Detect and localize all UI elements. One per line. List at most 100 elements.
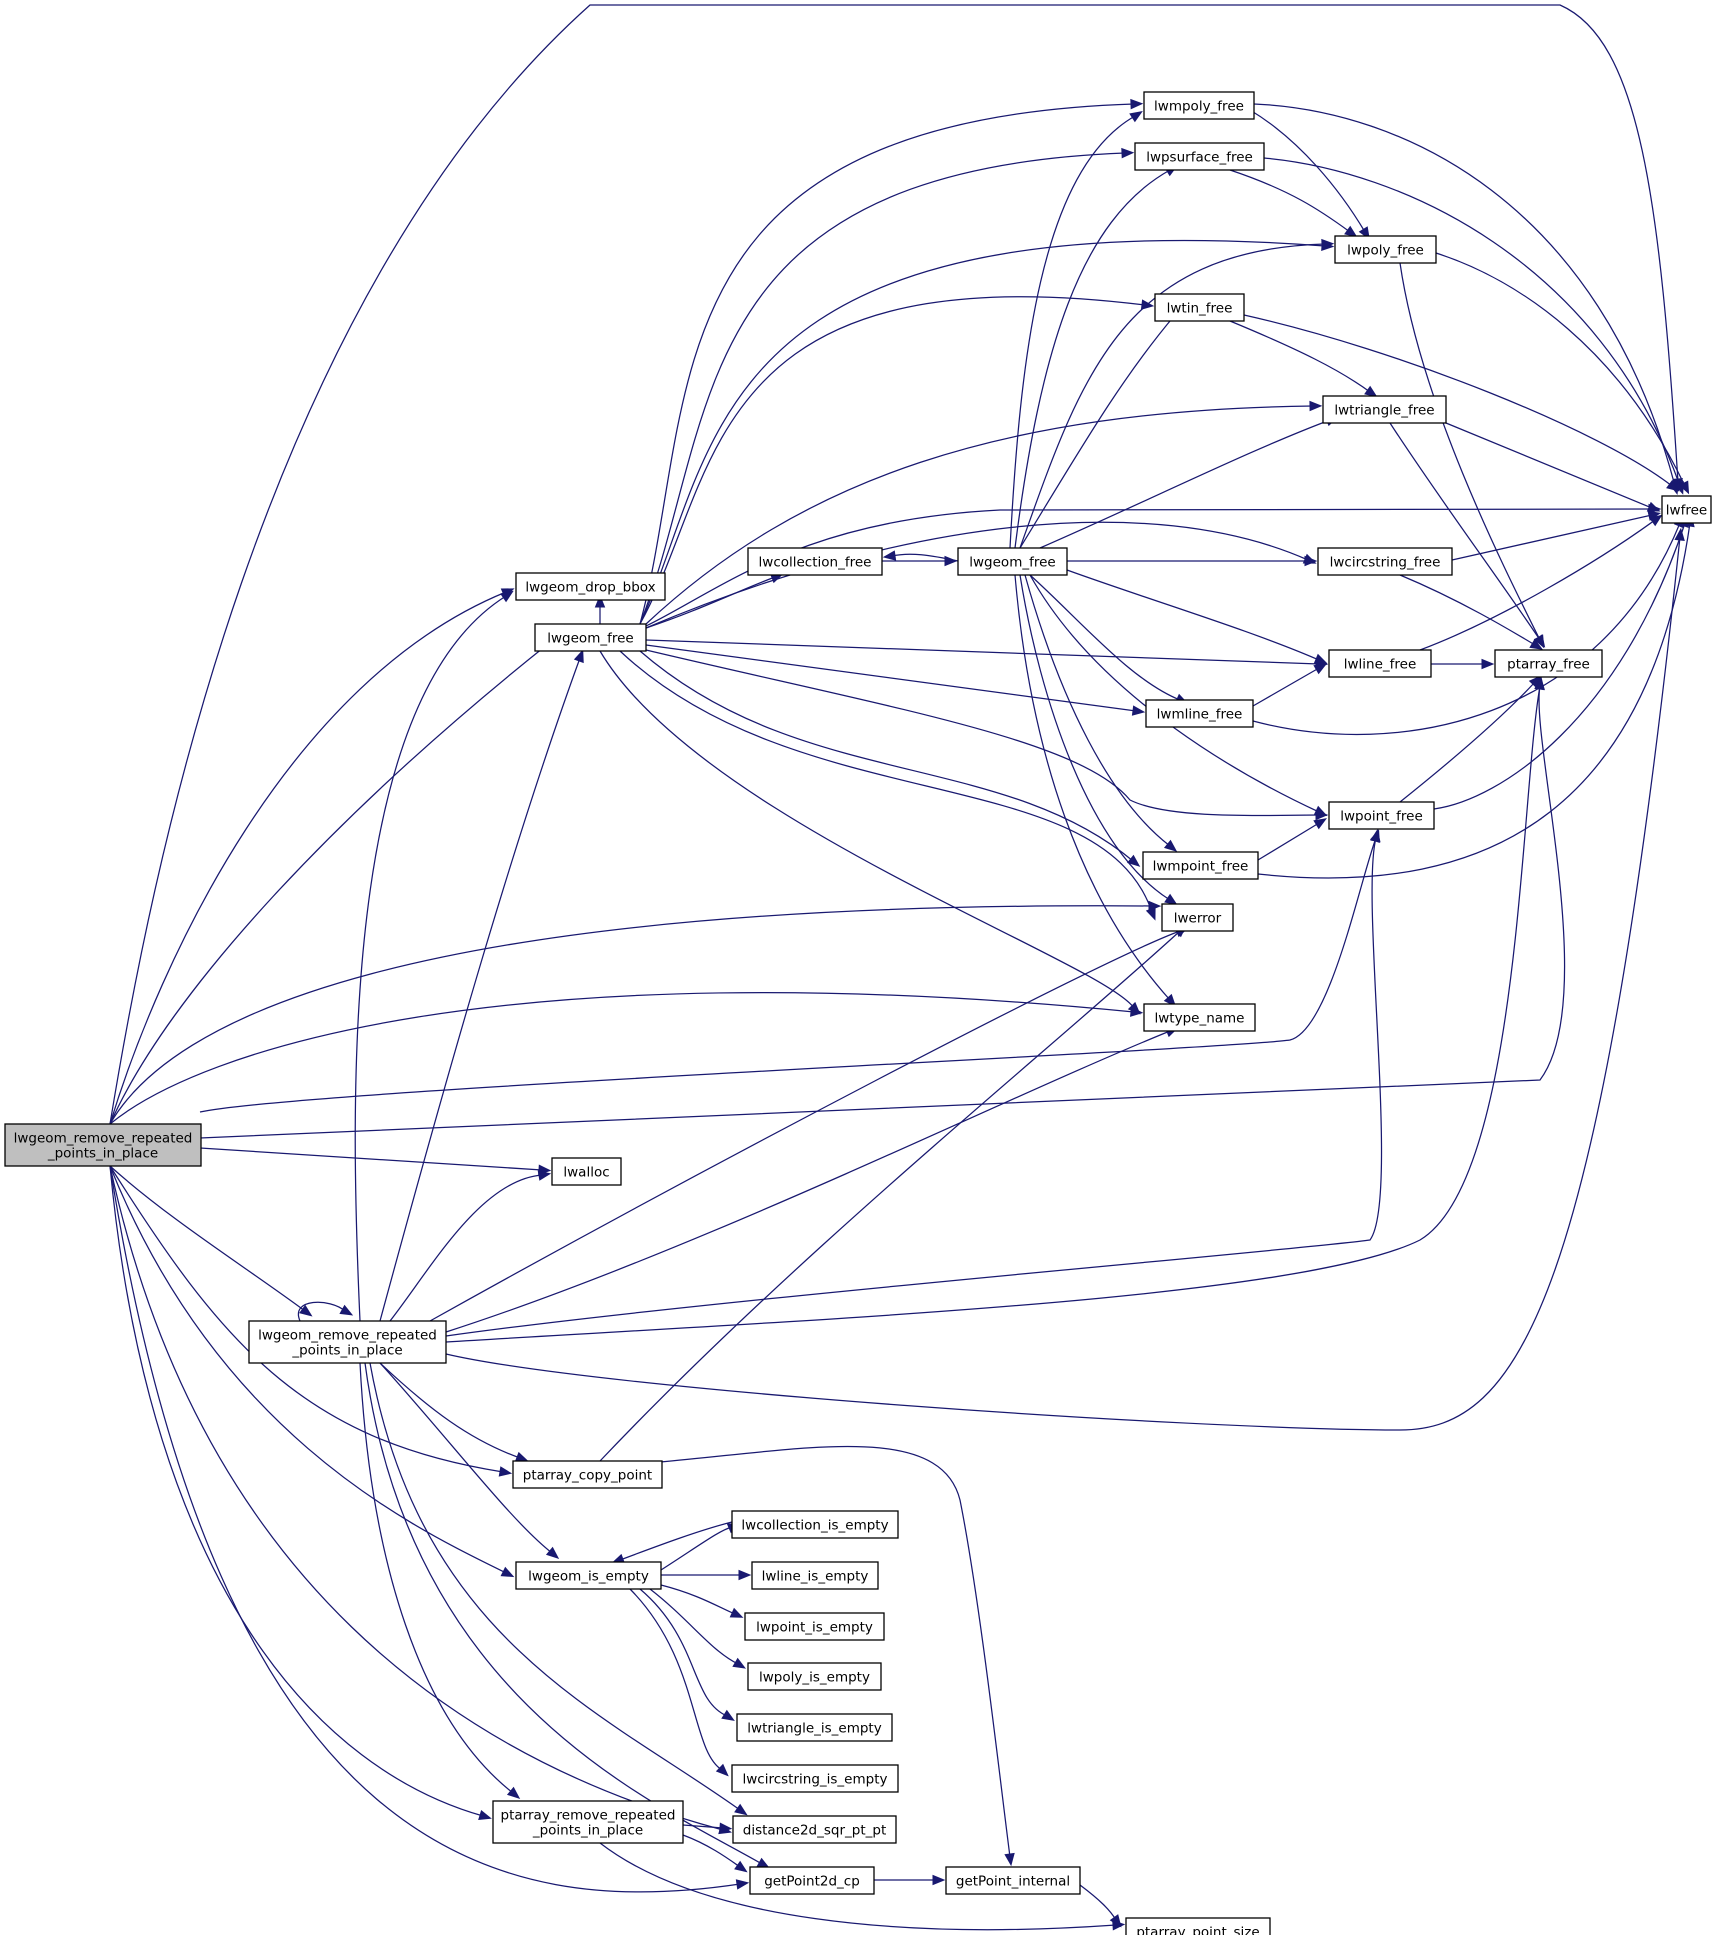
node-getPoint-internal[interactable]: getPoint_internal xyxy=(945,1866,1081,1895)
node-lwtype-name[interactable]: lwtype_name xyxy=(1143,1003,1256,1032)
node-box xyxy=(248,1320,447,1364)
edge-line xyxy=(379,657,581,1322)
node-lwgeom-free2[interactable]: lwgeom_free xyxy=(957,547,1068,576)
node-lwgeom-free1[interactable]: lwgeom_free xyxy=(534,623,647,652)
edge-lwgeom_is_empty-to-lwpoint_is_empty xyxy=(660,1584,744,1618)
edge-line xyxy=(599,930,1181,1462)
node-lwcircstring-is-empty[interactable]: lwcircstring_is_empty xyxy=(731,1764,899,1793)
edge-lwgeom_free1-to-lwgeom_drop_bbox xyxy=(594,594,606,625)
node-lwcollection-is-empty[interactable]: lwcollection_is_empty xyxy=(731,1510,899,1539)
node-lwtriangle-is-empty[interactable]: lwtriangle_is_empty xyxy=(736,1713,893,1742)
arrowhead xyxy=(1127,1001,1141,1015)
edge-lwgeom_free1-to-lwmpoly_free xyxy=(639,98,1144,625)
edge-lwmline_free-to-lwline_free xyxy=(1252,663,1328,707)
node-label: lwline_is_empty xyxy=(762,1569,869,1585)
edge-line xyxy=(639,103,1135,625)
edge-root-to-lwerror xyxy=(109,900,1162,1125)
arrowhead xyxy=(1646,501,1661,512)
node-box xyxy=(744,1612,885,1641)
node-distance2d-sqr-pt-pt[interactable]: distance2d_sqr_pt_pt xyxy=(732,1815,897,1844)
edge-lwpoint_free-to-ptarray_free xyxy=(1399,675,1542,803)
edge-rec-to-lwalloc xyxy=(389,1170,552,1322)
node-box xyxy=(945,1866,1081,1895)
edge-line xyxy=(1419,519,1656,651)
node-lwalloc[interactable]: lwalloc xyxy=(551,1157,622,1186)
edge-line xyxy=(645,649,1320,817)
node-getPoint2d-cp[interactable]: getPoint2d_cp xyxy=(749,1866,875,1895)
edge-line xyxy=(1249,109,1366,233)
arrowhead xyxy=(1529,638,1543,650)
node-label: lwtin_free xyxy=(1167,301,1233,317)
node-ptarray-point-size[interactable]: ptarray_point_size xyxy=(1125,1917,1271,1935)
node-lwpoint-free[interactable]: lwpoint_free xyxy=(1328,801,1435,830)
node-box xyxy=(512,1460,663,1489)
node-ptarray-copy-point[interactable]: ptarray_copy_point xyxy=(512,1460,663,1489)
node-box xyxy=(1143,1003,1256,1032)
node-lwline-free[interactable]: lwline_free xyxy=(1328,649,1432,678)
arrowhead xyxy=(1126,854,1141,867)
edge-line xyxy=(1243,314,1673,487)
node-ptarray-free[interactable]: ptarray_free xyxy=(1494,649,1603,678)
arrowhead xyxy=(500,1566,515,1578)
node-box xyxy=(732,1815,897,1844)
arrowhead xyxy=(1364,385,1378,398)
arrowhead xyxy=(299,1304,313,1317)
node-lwpoint-is-empty[interactable]: lwpoint_is_empty xyxy=(744,1612,885,1641)
edge-lwgeom_free1-to-lwline_free xyxy=(645,639,1329,670)
edge-line xyxy=(1252,667,1320,707)
node-lwpoly-is-empty[interactable]: lwpoly_is_empty xyxy=(747,1662,882,1691)
node-lwline-is-empty[interactable]: lwline_is_empty xyxy=(751,1561,879,1590)
node-lwtriangle-free[interactable]: lwtriangle_free xyxy=(1322,395,1447,424)
edge-line xyxy=(379,1362,553,1554)
edge-line xyxy=(389,1174,543,1322)
edge-lwgeom_free1-to-lwtype_name xyxy=(599,650,1141,1015)
node-label: lwerror xyxy=(1174,911,1222,927)
arrowhead xyxy=(932,1874,946,1886)
node-label: lwgeom_free xyxy=(547,631,633,647)
node-box xyxy=(1125,1917,1271,1935)
node-label: distance2d_sqr_pt_pt xyxy=(743,1823,887,1839)
edge-rec-to-lwgeom_free1 xyxy=(379,649,584,1322)
edge-line xyxy=(1039,419,1331,549)
node-lwgeom-is-empty[interactable]: lwgeom_is_empty xyxy=(515,1561,662,1590)
node-box xyxy=(551,1157,622,1186)
node-lwerror[interactable]: lwerror xyxy=(1161,903,1234,932)
node-lwmpoly-free[interactable]: lwmpoly_free xyxy=(1143,91,1255,120)
node-lwcircstring-free[interactable]: lwcircstring_free xyxy=(1317,547,1453,576)
arrowhead xyxy=(1528,675,1542,689)
edge-ptarray_copy_point-to-getPoint_internal xyxy=(659,1445,1015,1867)
node-root[interactable]: lwgeom_remove_repeated_points_in_place xyxy=(4,1123,202,1167)
edge-lwpsurface_free-to-lwpoly_free xyxy=(1229,169,1358,238)
edge-line xyxy=(445,685,1541,1343)
node-box xyxy=(731,1510,899,1539)
arrowhead xyxy=(1004,1852,1015,1867)
arrowhead xyxy=(545,1546,560,1559)
node-lwpsurface-free[interactable]: lwpsurface_free xyxy=(1134,142,1265,171)
edge-rec-to-pa_rrp xyxy=(359,1362,521,1799)
edge-line xyxy=(645,576,776,629)
node-lwcollection-free[interactable]: lwcollection_free xyxy=(747,547,883,576)
node-lwtin-free[interactable]: lwtin_free xyxy=(1154,293,1245,322)
edge-line xyxy=(660,1584,736,1615)
node-rec[interactable]: lwgeom_remove_repeated_points_in_place xyxy=(248,1320,447,1364)
node-lwmline-free[interactable]: lwmline_free xyxy=(1145,699,1254,728)
edge-line xyxy=(649,1588,739,1665)
node-lwpoly-free[interactable]: lwpoly_free xyxy=(1334,235,1437,264)
edge-line xyxy=(1029,574,1181,701)
node-lwmpoint-free[interactable]: lwmpoint_free xyxy=(1142,851,1259,880)
edge-line xyxy=(639,152,1126,625)
edge-line xyxy=(619,650,1153,913)
node-label: lwline_free xyxy=(1344,657,1417,673)
node-lwfree[interactable]: lwfree xyxy=(1661,495,1712,524)
node-lwgeom-drop-bbox[interactable]: lwgeom_drop_bbox xyxy=(515,572,666,601)
arrowhead xyxy=(1163,839,1178,852)
arrowhead xyxy=(537,1170,552,1181)
edge-line xyxy=(429,930,1181,1322)
edge-line xyxy=(645,521,1309,629)
node-box xyxy=(1143,91,1255,120)
node-box xyxy=(1661,495,1712,524)
node-pa-rrp[interactable]: ptarray_remove_repeated_points_in_place xyxy=(492,1800,684,1844)
edge-line xyxy=(1014,574,1171,1001)
arrowhead xyxy=(729,1607,744,1618)
edge-lwline_free-to-lwfree xyxy=(1419,514,1663,651)
